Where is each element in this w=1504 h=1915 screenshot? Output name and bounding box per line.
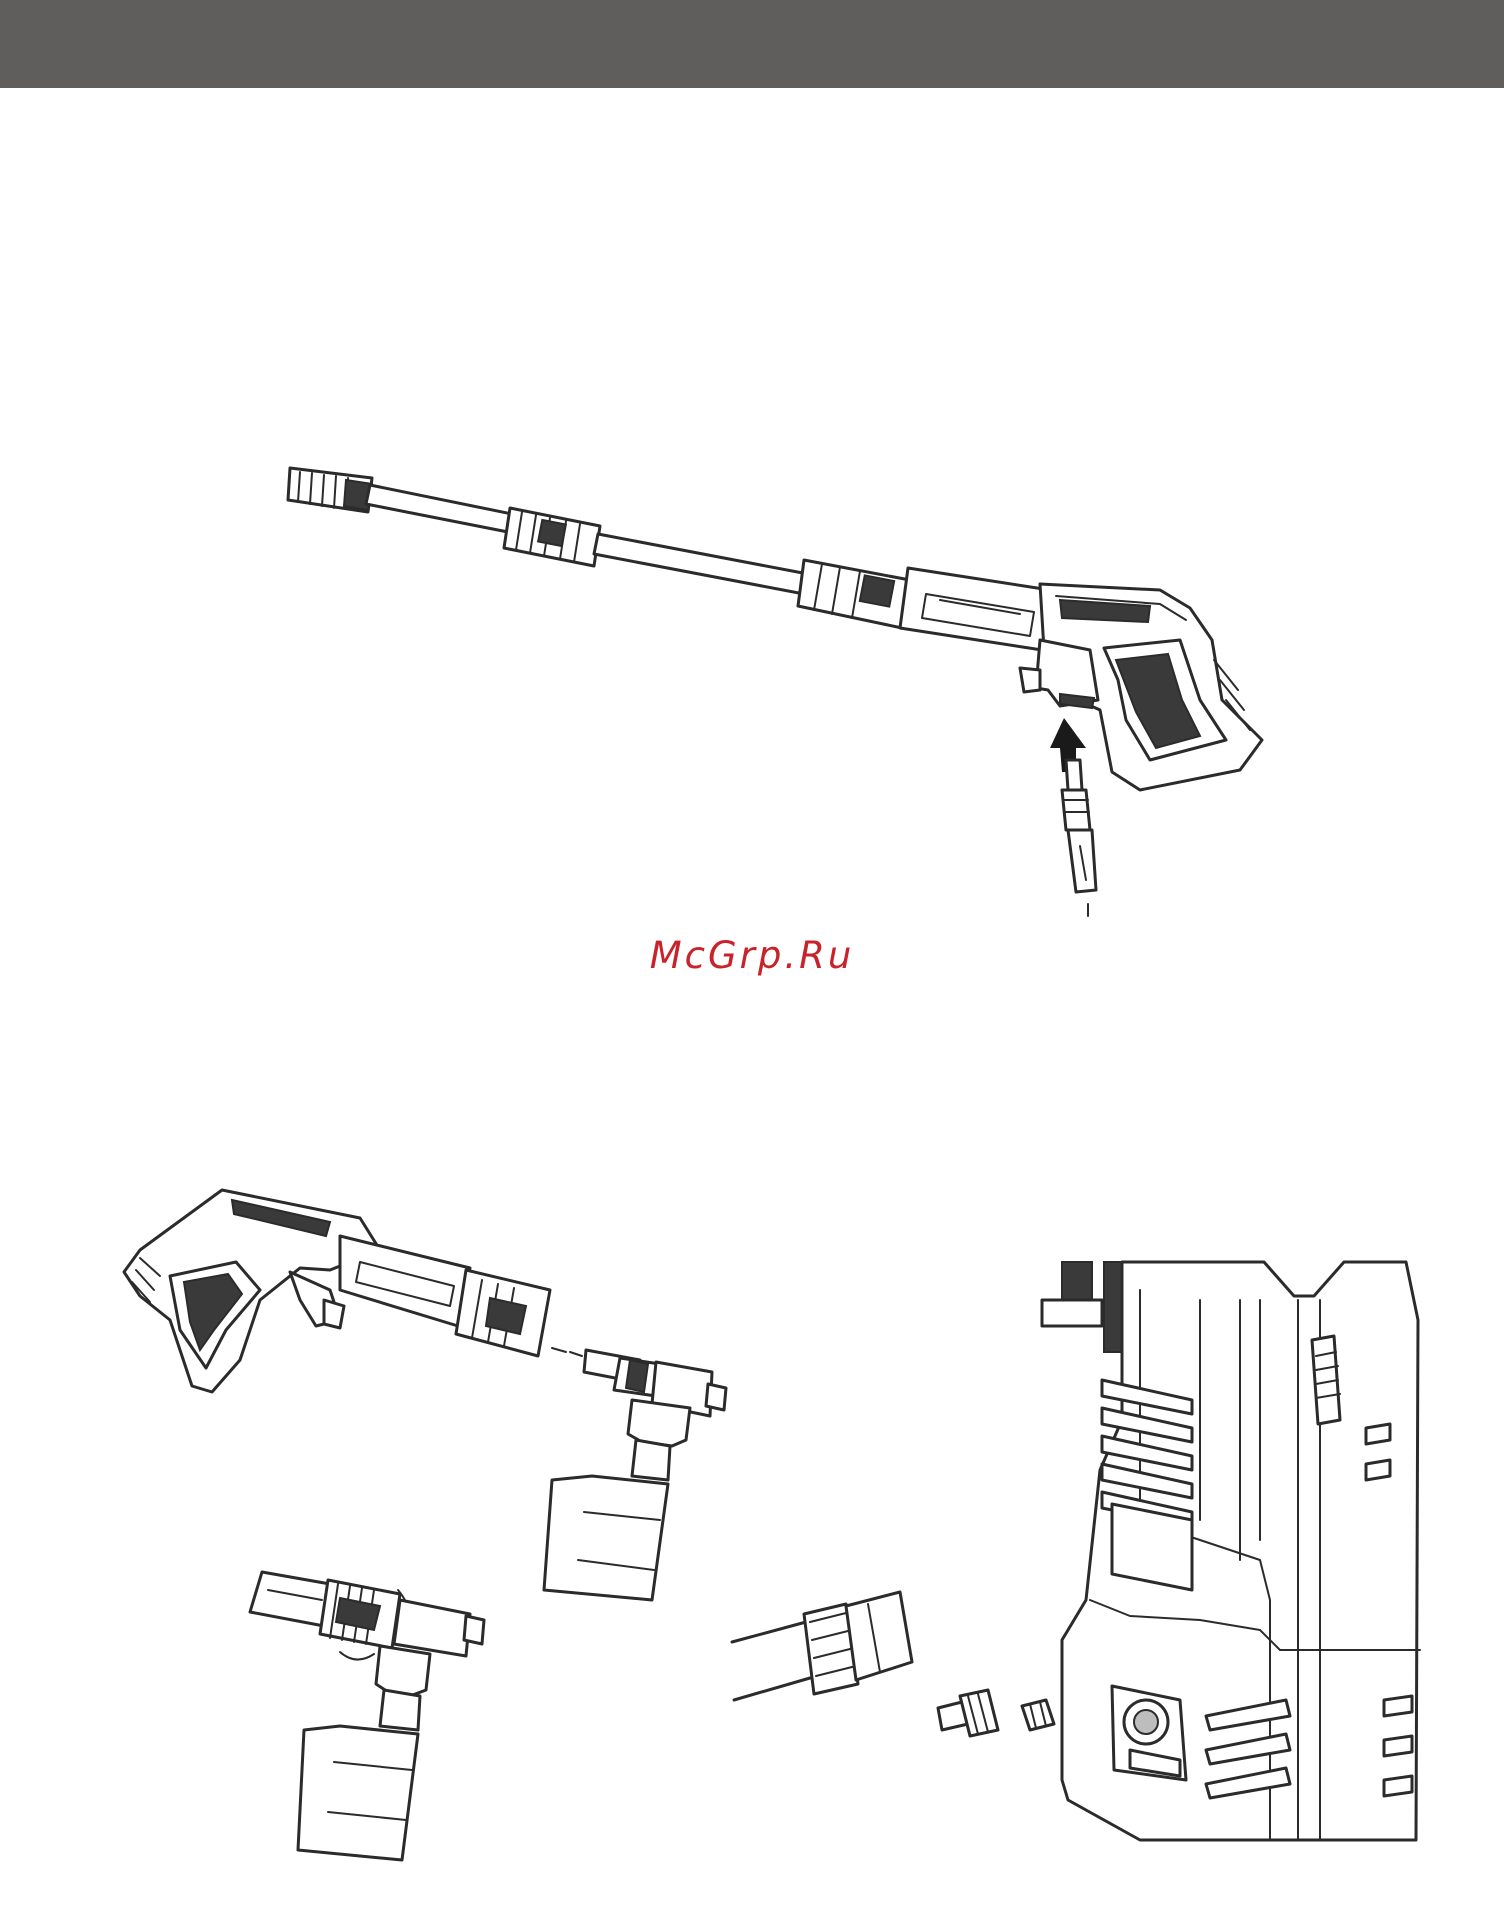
garden-hose — [732, 1592, 912, 1700]
lower-vents — [1206, 1700, 1290, 1798]
inlet-connectors — [938, 1690, 1054, 1736]
inlet-housing — [1112, 1686, 1186, 1780]
side-grip — [1312, 1336, 1340, 1424]
front-panel — [1112, 1504, 1192, 1590]
